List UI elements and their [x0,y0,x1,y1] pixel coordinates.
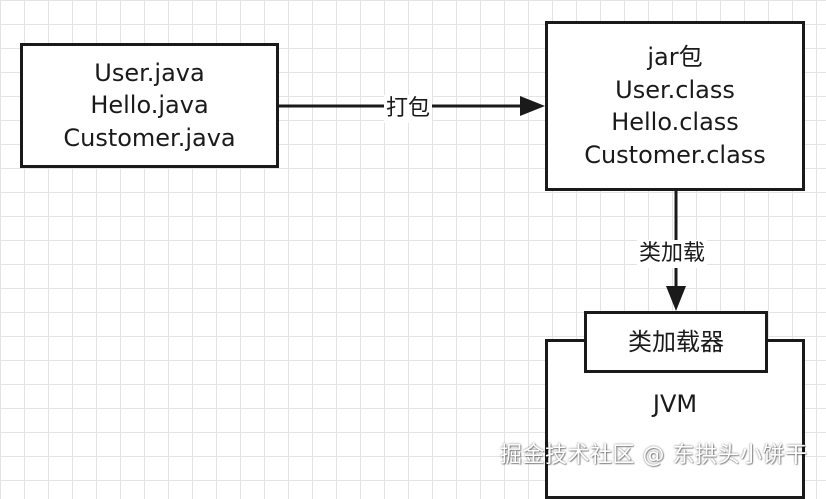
load-edge-label: 类加载 [637,240,708,268]
source-file-user: User.java [94,58,205,87]
classloader-label: 类加载器 [628,327,724,356]
classloader-box: 类加载器 [584,311,768,373]
pack-edge-label: 打包 [384,95,433,123]
class-file-customer: Customer.class [584,140,766,169]
jar-title: jar包 [647,43,703,71]
pack-arrowhead [520,96,545,116]
class-file-user: User.class [615,75,735,104]
class-file-hello: Hello.class [611,108,739,136]
source-file-hello: Hello.java [90,91,209,120]
source-file-customer: Customer.java [63,123,236,152]
watermark: 掘金技术社区 @ 东拱头小饼干 [500,443,808,468]
jar-box: jar包 User.class Hello.class Customer.cla… [545,21,805,191]
jvm-label: JVM [652,390,698,418]
source-files-box: User.java Hello.java Customer.java [20,43,279,168]
load-arrowhead [666,286,686,311]
